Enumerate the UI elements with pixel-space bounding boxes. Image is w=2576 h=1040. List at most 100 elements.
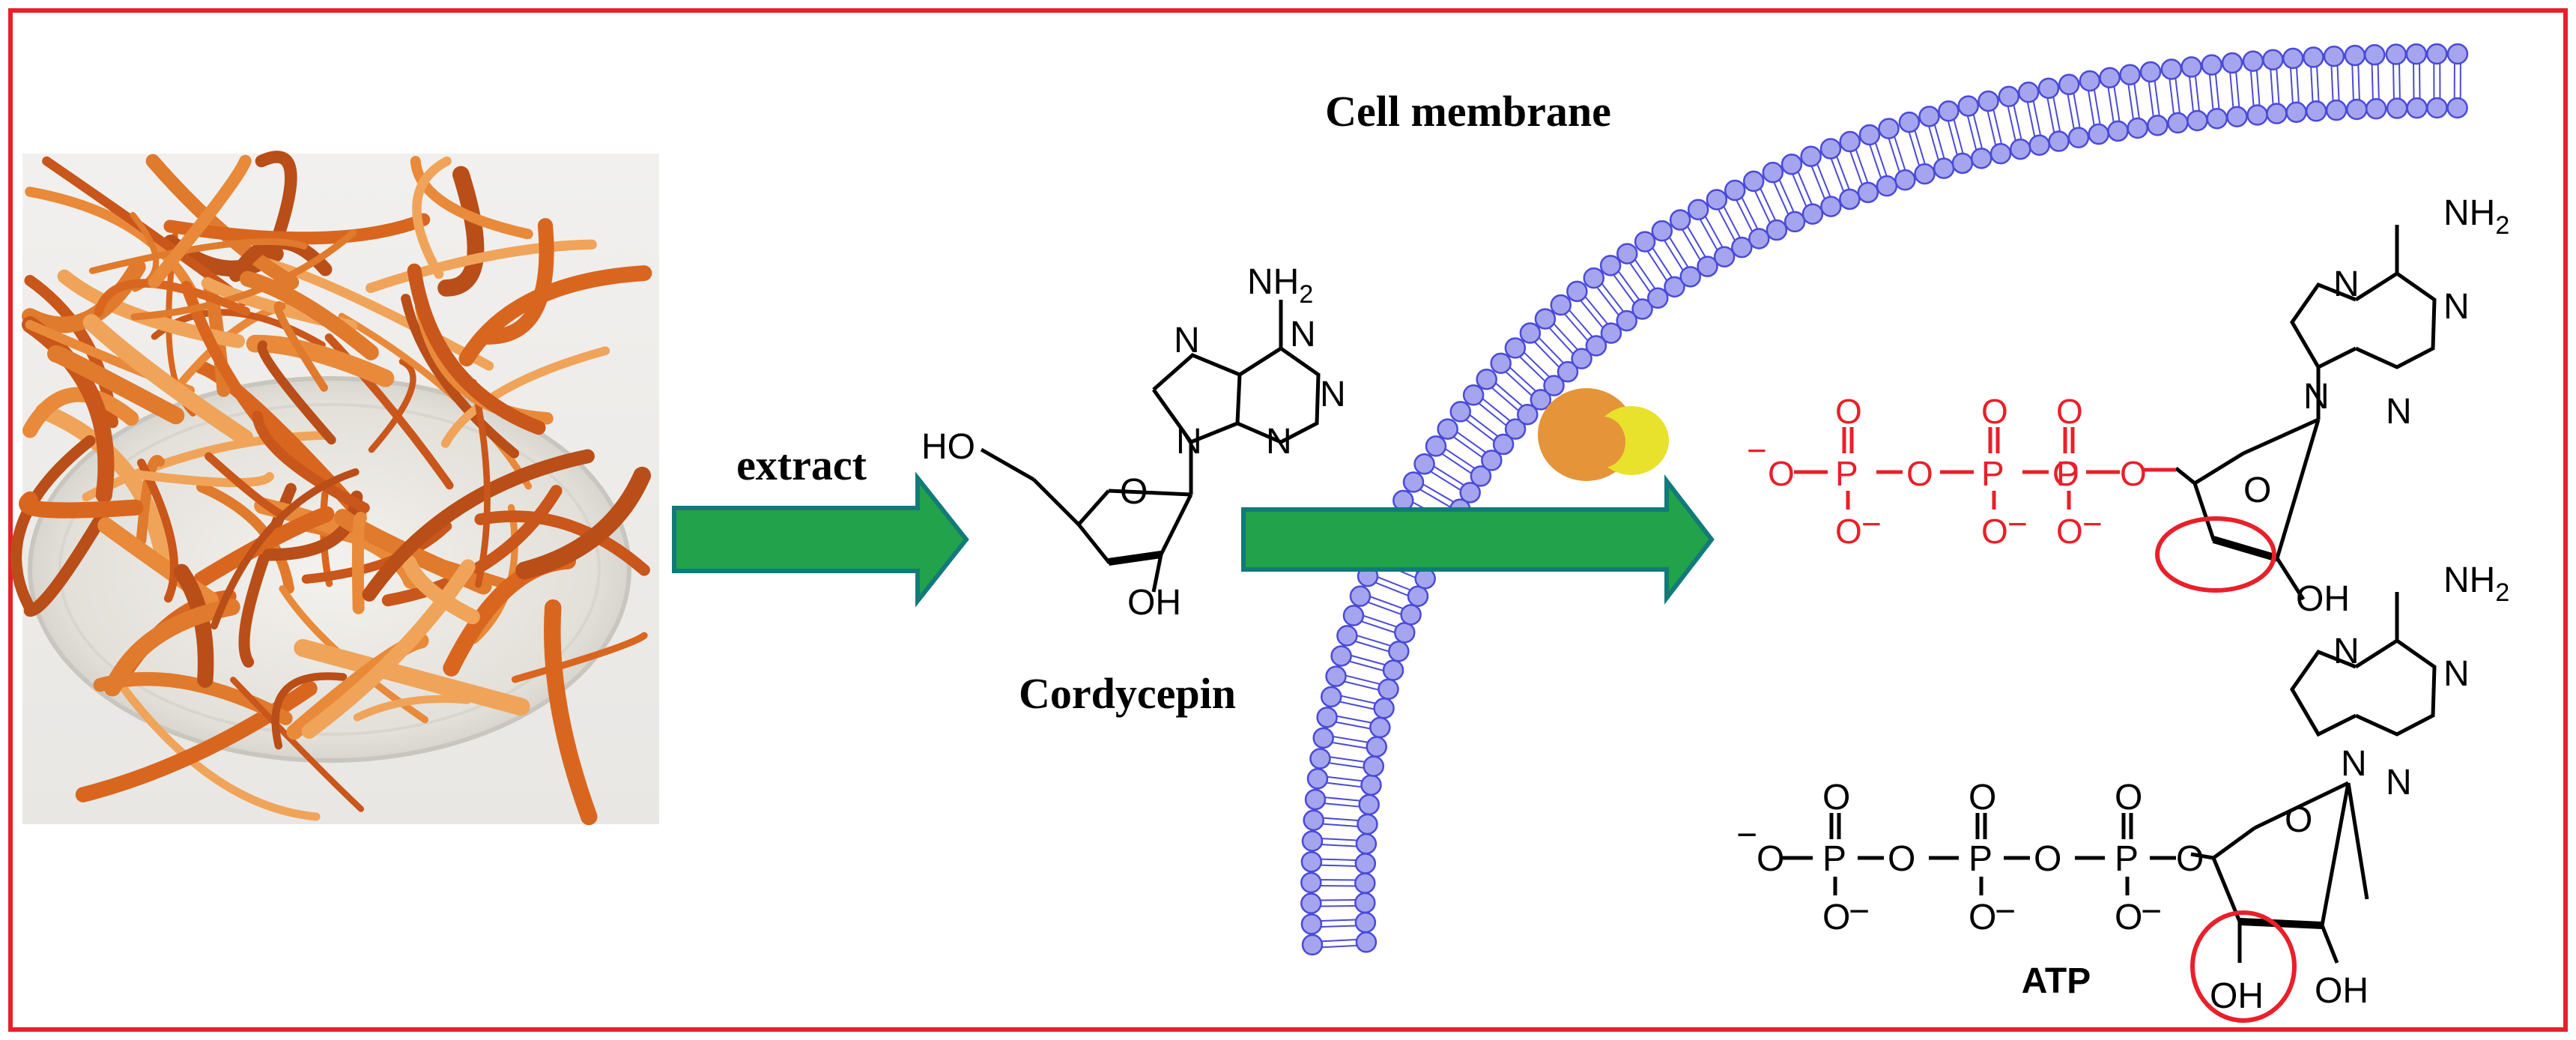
ho-group: HO: [921, 427, 975, 467]
lipid-tail: [2093, 89, 2101, 124]
n-atom: N: [2341, 744, 2367, 784]
lipid-head: [1914, 163, 1936, 185]
lipid-tail: [1321, 858, 1356, 862]
n-atom: N: [1320, 375, 1346, 414]
cordyceps-strand: [196, 482, 294, 594]
lipid-tail: [1687, 226, 1706, 257]
cordyceps-strand: [368, 358, 416, 453]
lipid-tail: [1355, 641, 1389, 653]
lipid-head: [1519, 322, 1542, 344]
n-atom: N: [2333, 264, 2360, 304]
lipid-tail: [1325, 796, 1360, 802]
lipid-tail: [1534, 341, 1560, 368]
n-atom: N: [1290, 315, 1316, 354]
lipid-head: [1320, 686, 1342, 708]
lipid-tail: [1363, 614, 1397, 628]
lipid-head: [1312, 727, 1334, 749]
lipid-tail: [1792, 174, 1807, 207]
lipid-tail: [1336, 721, 1371, 730]
cordyceps-strand: [365, 239, 597, 294]
lipid-head: [2048, 130, 2070, 152]
lipid-head: [1449, 401, 1472, 423]
lipid-tail: [2067, 94, 2075, 129]
cordyceps-strand: [88, 238, 308, 274]
cordyceps-strand: [353, 695, 472, 722]
lipid-tail: [1947, 121, 1958, 155]
lipid-head: [1530, 389, 1552, 411]
lipid-tail: [1652, 247, 1673, 278]
lipid-head: [1762, 161, 1784, 184]
lipid-head: [2139, 61, 2162, 83]
lipid-head: [2364, 43, 2386, 66]
lipid-tail: [1495, 382, 1523, 407]
lipid-head: [1781, 154, 1803, 175]
lipid-head: [1462, 384, 1485, 406]
lipid-tail: [2052, 97, 2061, 132]
lipid-tail: [1330, 756, 1365, 763]
lipid-tail: [2276, 69, 2280, 104]
lipid-head: [1388, 641, 1410, 662]
lipid-tail: [2235, 72, 2240, 107]
o-atom: O: [1981, 392, 2008, 431]
n-atom: N: [2443, 287, 2470, 327]
lipid-head: [1325, 665, 1347, 687]
lipid-tail: [2175, 78, 2180, 113]
cordyceps-strand: [255, 151, 297, 247]
lipid-head: [1819, 138, 1842, 160]
lipid-head: [1706, 189, 1728, 211]
o-atom: O: [1835, 512, 1862, 551]
lipid-head: [2067, 127, 2090, 148]
atp-structure: [1783, 592, 2437, 1023]
cordyceps-strand: [240, 270, 379, 360]
minus-charge: −: [1995, 892, 2016, 931]
lipid-tail: [1760, 188, 1776, 220]
lipid-head: [1669, 209, 1691, 231]
cordyceps-strand: [440, 346, 610, 448]
lipid-head: [1354, 853, 1377, 874]
lipid-head: [1585, 335, 1607, 357]
lipid-tail: [1323, 817, 1358, 822]
lipid-tail: [1914, 130, 1926, 164]
lipid-tail: [1368, 601, 1401, 615]
lipid-tail: [1613, 274, 1635, 303]
lipid-head: [1858, 124, 1881, 146]
lipid-head: [1839, 130, 1861, 153]
lipid-tail: [1629, 262, 1651, 292]
lipid-tail: [1569, 309, 1593, 337]
lipid-tail: [1322, 945, 1357, 949]
lipid-head: [2107, 120, 2129, 142]
lipid-head: [1970, 148, 1992, 169]
cordyceps-strand: [148, 154, 252, 288]
lipid-tail: [2255, 70, 2261, 106]
lipid-tail: [1992, 109, 2002, 144]
o-atom: O: [1906, 454, 1933, 493]
o-atom: O: [1981, 512, 2008, 551]
lipid-tail: [1736, 199, 1753, 232]
cordyceps-strand: [470, 379, 491, 588]
minus-charge: −: [2141, 892, 2162, 931]
lipid-tail: [2419, 64, 2421, 99]
lipid-head: [1646, 287, 1669, 309]
lipid-head: [1998, 85, 2020, 108]
lipid-tail: [1341, 695, 1375, 704]
p-atom: P: [1969, 839, 1992, 879]
minus-charge: −: [1849, 892, 1870, 931]
lipid-head: [2037, 77, 2060, 100]
lipid-head: [1363, 755, 1385, 777]
lipid-tail: [1723, 206, 1741, 238]
lipid-head: [1504, 337, 1527, 359]
cordyceps-strand: [163, 213, 431, 245]
lipid-tail: [1564, 313, 1589, 341]
lipid-tail: [1442, 453, 1472, 474]
oh-group: OH: [2315, 971, 2369, 1011]
extract-label: extract: [736, 441, 867, 489]
lipid-head: [1938, 100, 1960, 122]
lipid-head: [1631, 298, 1653, 320]
lipid-head: [2099, 67, 2121, 88]
hydroxyl-highlight-circle: [2190, 910, 2297, 1023]
lipid-head: [1550, 294, 1572, 316]
lipid-tail: [1596, 287, 1619, 315]
minus-charge: −: [2082, 504, 2103, 543]
lipid-head: [1481, 450, 1503, 471]
cordyceps-strand: [515, 466, 652, 580]
